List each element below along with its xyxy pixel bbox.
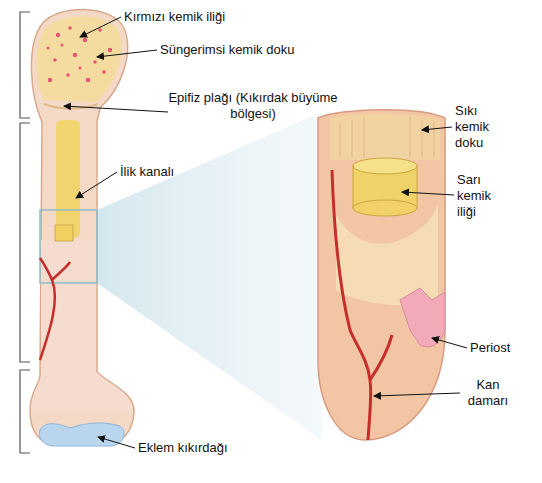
part-label: Periost bbox=[470, 340, 510, 356]
bracket bbox=[20, 370, 30, 453]
zoom-cone bbox=[97, 112, 322, 440]
blood-vessel bbox=[40, 258, 70, 360]
compact-lines bbox=[340, 118, 434, 158]
detail-compact-bone bbox=[330, 114, 440, 160]
bone-outline bbox=[30, 9, 134, 444]
part-label: Sarı kemik iliği bbox=[457, 172, 507, 220]
yellow-marrow-bottom bbox=[353, 200, 417, 216]
part-label: İlik kanalı bbox=[120, 164, 174, 180]
part-label: Kırmızı kemik iliği bbox=[124, 9, 225, 25]
detail-bone bbox=[318, 110, 445, 440]
spongy-bone bbox=[36, 16, 121, 102]
part-label: Eklem kıkırdağı bbox=[138, 440, 228, 456]
medullary-canal bbox=[56, 120, 80, 238]
part-label: Sıkı kemik doku bbox=[455, 103, 505, 151]
inset-marrow bbox=[55, 225, 73, 241]
part-label: Süngerimsi kemik doku bbox=[160, 42, 294, 58]
part-label: Epifiz plağı (Kıkırdak büyüme bölgesi) bbox=[168, 90, 338, 122]
part-label: Kan damarı bbox=[462, 377, 514, 409]
articular-cartilage bbox=[40, 423, 125, 446]
periosteum bbox=[400, 288, 445, 347]
bracket bbox=[20, 12, 30, 118]
detail-blood-vessel bbox=[332, 170, 392, 440]
leader-lines bbox=[64, 17, 467, 448]
bracket bbox=[20, 123, 30, 362]
shaft-lower bbox=[31, 240, 133, 412]
yellow-marrow-top bbox=[353, 158, 417, 174]
red-marrow-dots bbox=[47, 26, 113, 82]
